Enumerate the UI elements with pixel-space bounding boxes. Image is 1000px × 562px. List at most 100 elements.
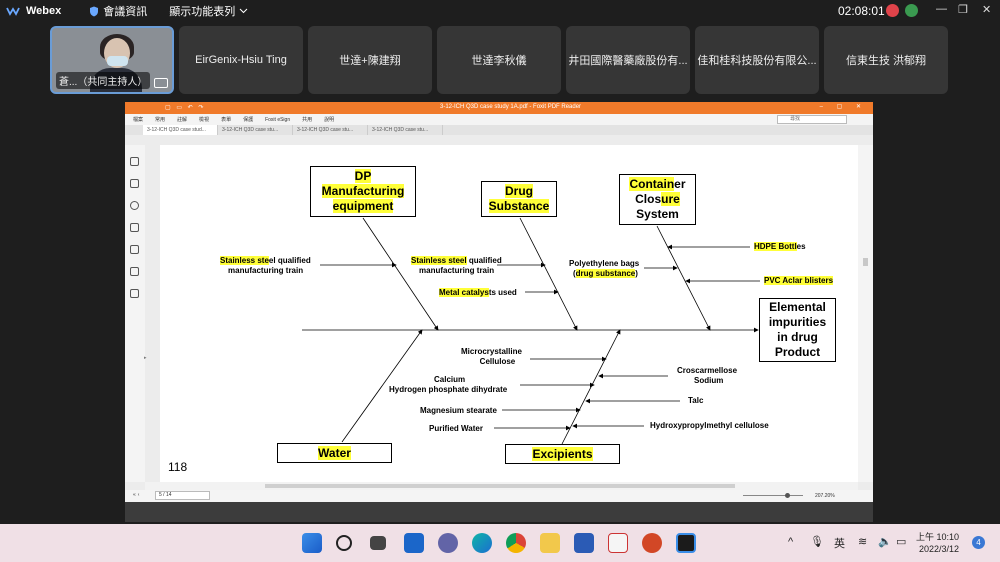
shared-screen: ▢ ▭ ↶ ↷ 3-12-ICH Q3D case study 1A.pdf -… xyxy=(125,102,873,522)
widgets-icon[interactable] xyxy=(404,533,424,553)
participant-name: 世達+陳建翔 xyxy=(339,55,401,67)
pages-icon[interactable] xyxy=(130,179,139,188)
menu-share[interactable]: 共用 xyxy=(302,117,313,123)
horizontal-scrollbar[interactable] xyxy=(145,482,858,490)
menu-comment[interactable]: 註解 xyxy=(177,117,188,123)
menu-help[interactable]: 說明 xyxy=(324,117,335,123)
participant-tile[interactable]: 世達+陳建翔 xyxy=(308,26,432,94)
zoom-slider-knob[interactable] xyxy=(785,493,790,498)
pvc-hl: PVC Aclar blisters xyxy=(764,276,834,285)
calcium-label: Calcium Hydrogen phosphate dihydrate xyxy=(389,375,507,395)
participant-name: 世達李秋儀 xyxy=(471,55,527,67)
tab-document-1[interactable]: 3-12-ICH Q3D case stud... xyxy=(143,125,218,135)
quick-access-icons[interactable]: ▢ ▭ ↶ ↷ xyxy=(165,105,206,111)
attachment-icon[interactable] xyxy=(130,245,139,254)
collapse-arrow-icon[interactable]: ▸ xyxy=(144,355,147,361)
tab-document-3[interactable]: 3-12-ICH Q3D case stu... xyxy=(293,125,368,135)
participant-tile[interactable]: 井田國際醫藥廠股份有... xyxy=(566,26,690,94)
stainless-steel-label-1: Stainless steel qualified manufacturing … xyxy=(220,256,311,276)
menu-view[interactable]: 檢視 xyxy=(199,117,210,123)
polyethylene-bags-label: Polyethylene bags (drug substance) xyxy=(569,259,639,279)
record-icon[interactable] xyxy=(886,4,899,17)
chevron-down-icon xyxy=(239,8,248,14)
zoom-slider[interactable] xyxy=(743,495,803,496)
battery-icon[interactable]: ▭ xyxy=(896,536,907,548)
pdf-app-icon[interactable] xyxy=(608,533,628,553)
meeting-info-button[interactable]: 會議資訊 xyxy=(89,3,147,19)
edge-browser-icon[interactable] xyxy=(472,533,492,553)
participant-tile-host[interactable]: 蒼...（共同主持人） xyxy=(50,26,174,94)
webex-taskbar-icon[interactable] xyxy=(676,533,696,553)
water-label: Water xyxy=(318,446,351,460)
close-icon[interactable]: ✕ xyxy=(982,4,992,16)
participant-tile[interactable]: EirGenix-Hsiu Ting xyxy=(179,26,303,94)
notification-badge[interactable]: 4 xyxy=(972,536,985,549)
comment-icon[interactable] xyxy=(130,201,139,210)
participant-tile[interactable]: 佳和桂科技股份有限公... xyxy=(695,26,819,94)
pe-open: ( xyxy=(573,269,576,278)
webex-logo-icon xyxy=(6,7,20,16)
page-nav-prev[interactable]: «‹ xyxy=(133,492,142,498)
chat-icon[interactable] xyxy=(438,533,458,553)
menu-file[interactable]: 檔案 xyxy=(133,117,144,123)
network-signal-icon[interactable] xyxy=(905,4,918,17)
talc-label: Talc xyxy=(688,396,704,405)
file-explorer-icon[interactable] xyxy=(540,533,560,553)
ss1-hl: Stainless ste xyxy=(220,256,269,265)
effect-line-3: in drug xyxy=(777,330,818,344)
system-label: System xyxy=(636,207,679,221)
participant-tile[interactable]: 世達李秋儀 xyxy=(437,26,561,94)
screen-share-icon xyxy=(154,78,168,88)
window-controls[interactable]: – ▢ ✕ xyxy=(819,104,867,110)
magnesium-stearate-label: Magnesium stearate xyxy=(420,406,497,415)
foxit-status-bar: «‹ 5 / 14 207.20% xyxy=(125,490,873,502)
participant-name: EirGenix-Hsiu Ting xyxy=(195,54,287,66)
menu-home[interactable]: 常用 xyxy=(155,117,166,123)
tray-clock[interactable]: 上午 10:10 2022/3/12 xyxy=(916,531,959,555)
ime-indicator[interactable]: 英 xyxy=(834,538,845,550)
tray-chevron-up-icon[interactable]: ^ xyxy=(788,536,794,548)
display-options-button[interactable]: 顯示功能表列 xyxy=(169,3,248,19)
menu-form[interactable]: 表單 xyxy=(221,117,232,123)
foxit-menu-bar: 檔案 常用 註解 檢視 表單 保護 Foxit eSign 共用 說明 尋找 xyxy=(125,114,873,125)
tab-document-4[interactable]: 3-12-ICH Q3D case stu... xyxy=(368,125,443,135)
restore-icon[interactable]: ❐ xyxy=(958,4,968,16)
participant-tile[interactable]: 信東生技 洪郁翔 xyxy=(824,26,948,94)
drug-substance-line-2: Substance xyxy=(488,199,550,213)
bookmark-icon[interactable] xyxy=(130,157,139,166)
search-icon[interactable] xyxy=(336,535,352,551)
croscarmellose-label: Croscarmellose Sodium xyxy=(677,366,737,386)
chrome-browser-icon[interactable] xyxy=(506,533,526,553)
page-indicator-input[interactable]: 5 / 14 xyxy=(155,491,210,500)
minimize-icon[interactable]: — xyxy=(936,3,947,15)
lock-icon[interactable] xyxy=(130,267,139,276)
microphone-icon[interactable]: 🎙 xyxy=(810,536,824,548)
volume-icon[interactable]: 🔈 xyxy=(878,536,892,548)
word-icon[interactable] xyxy=(574,533,594,553)
mcc-label: Microcrystalline Cellulose xyxy=(461,347,522,367)
powerpoint-icon[interactable] xyxy=(642,533,662,553)
meeting-info-label: 會議資訊 xyxy=(103,6,148,18)
menu-esign[interactable]: Foxit eSign xyxy=(265,116,291,123)
participant-name: 信東生技 洪郁翔 xyxy=(845,55,927,67)
wifi-icon[interactable]: ≋ xyxy=(858,536,868,548)
menu-protect[interactable]: 保護 xyxy=(243,117,254,123)
layers-icon[interactable] xyxy=(130,223,139,232)
vertical-scrollbar[interactable] xyxy=(858,145,873,482)
task-view-icon[interactable] xyxy=(370,536,386,550)
search-input[interactable]: 尋找 xyxy=(777,115,847,124)
participant-name: 蒼...（共同主持人） xyxy=(56,72,151,89)
zoom-level[interactable]: 207.20% xyxy=(815,493,835,499)
purified-water-label: Purified Water xyxy=(429,424,483,433)
signature-icon[interactable] xyxy=(130,289,139,298)
start-icon[interactable] xyxy=(302,533,322,553)
foxit-title-bar: ▢ ▭ ↶ ↷ 3-12-ICH Q3D case study 1A.pdf -… xyxy=(125,102,873,114)
scroll-thumb[interactable] xyxy=(265,484,735,488)
fishbone-lines xyxy=(302,217,760,445)
container-closure-box: Container Closure System xyxy=(619,174,696,225)
metal-catalysts-label: Metal catalysts used xyxy=(439,288,517,298)
scroll-thumb[interactable] xyxy=(863,258,868,266)
tab-document-2[interactable]: 3-12-ICH Q3D case stu... xyxy=(218,125,293,135)
hdpe-hl: HDPE Bottl xyxy=(754,242,797,251)
meeting-clock: 02:08:01 xyxy=(838,4,885,18)
